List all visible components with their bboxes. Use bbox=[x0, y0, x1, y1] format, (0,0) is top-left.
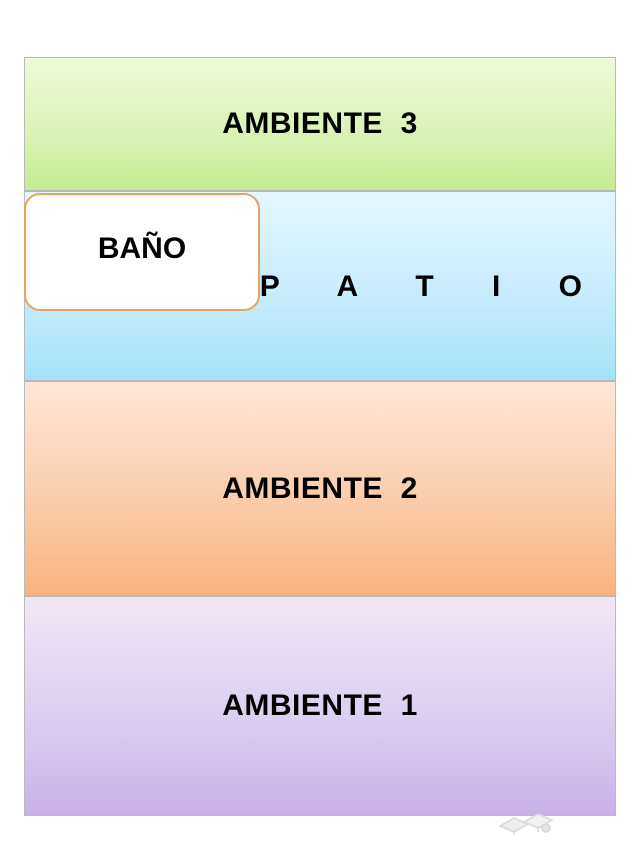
ambiente-2-label: AMBIENTE 2 bbox=[222, 471, 418, 505]
ambiente-1-zone: AMBIENTE 1 bbox=[24, 596, 616, 816]
ambiente-2-zone: AMBIENTE 2 bbox=[24, 381, 616, 596]
ambiente-3-zone: AMBIENTE 3 bbox=[24, 57, 616, 191]
ambiente-3-label: AMBIENTE 3 bbox=[222, 107, 418, 140]
patio-label: P A T I O bbox=[259, 270, 607, 303]
bano-label: BAÑO bbox=[97, 232, 187, 265]
watermark-logo-icon bbox=[498, 813, 554, 835]
bano-room: BAÑO bbox=[24, 193, 260, 311]
ambiente-1-label: AMBIENTE 1 bbox=[222, 689, 418, 722]
